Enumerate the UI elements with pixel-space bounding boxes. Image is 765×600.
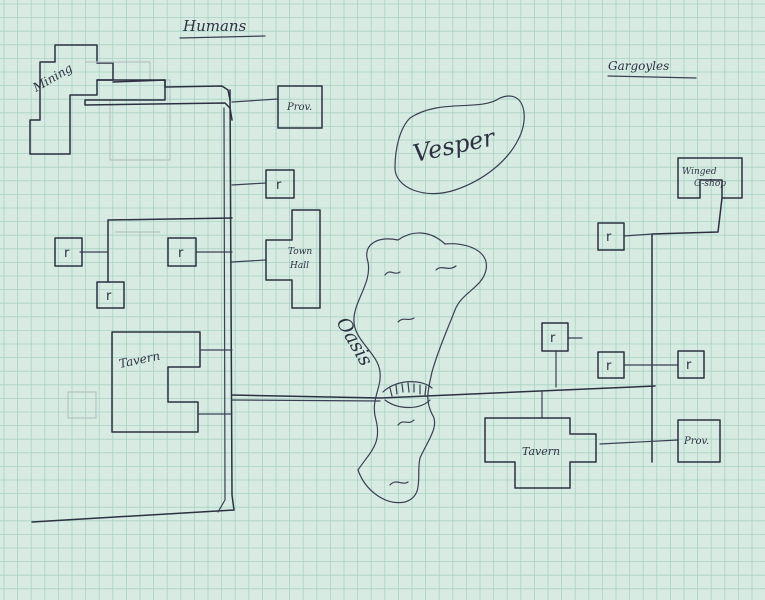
r-garg-mid-building	[541, 322, 569, 352]
road-main-ns	[31, 89, 235, 523]
winged-gshop-building	[677, 157, 743, 199]
road-main-ew-2	[231, 399, 381, 402]
r-garg-mid-label: r	[550, 331, 556, 346]
road-r-upper	[231, 182, 267, 186]
r-center-building	[167, 237, 197, 267]
town-hall-label-2: Hall	[289, 261, 309, 271]
oasis-outline	[353, 232, 487, 504]
winged-gshop-label-2: G-shop	[694, 179, 726, 189]
erased-west-building	[115, 231, 160, 276]
oasis-wave-1	[384, 271, 401, 276]
r-small-building	[96, 281, 125, 309]
r-garg-right-building	[677, 350, 705, 379]
r-garg-left-label: r	[606, 359, 612, 374]
r-garg-top-building	[597, 222, 625, 251]
prov-right-building	[677, 419, 721, 463]
road-garg-top	[623, 233, 653, 237]
r-upper-building	[265, 169, 295, 199]
oasis-wave-5	[389, 481, 409, 486]
road-north-2	[112, 79, 231, 101]
oasis-bridge-top	[382, 381, 433, 393]
r-center-label: r	[178, 246, 184, 261]
road-main-ew	[231, 385, 656, 399]
r-small-label: r	[106, 289, 112, 304]
tavern-garg-label: Tavern	[522, 445, 560, 458]
road-west-cluster	[107, 217, 233, 283]
road-prov-left	[231, 98, 279, 103]
road-garg-mid	[555, 337, 583, 388]
town-hall-label-1: Town	[288, 247, 312, 257]
r-west-label: r	[64, 246, 70, 261]
tavern-garg-building	[484, 417, 597, 489]
road-town-hall	[231, 259, 267, 263]
oasis-wave-4	[397, 419, 415, 426]
tavern-human-building	[111, 331, 201, 433]
oasis-wave-3	[397, 317, 415, 323]
road-tavern-human	[197, 349, 233, 415]
vesper-outline	[394, 95, 525, 195]
gargoyles-heading: Gargoyles	[608, 59, 669, 73]
road-prov-right	[599, 439, 679, 445]
oasis-bridge-slats	[389, 382, 427, 397]
erased-box	[67, 391, 97, 419]
erased-building	[85, 61, 171, 161]
prov-right-label: Prov.	[683, 436, 709, 447]
r-garg-left-building	[597, 351, 625, 379]
road-main-ns-2	[217, 107, 226, 513]
prov-left-label: Prov.	[286, 102, 312, 113]
gargoyles-heading-underline	[607, 75, 697, 79]
prov-left-building	[277, 85, 323, 129]
r-upper-label: r	[276, 178, 282, 193]
oasis-bridge-bottom	[384, 399, 431, 409]
humans-heading-underline	[179, 35, 266, 39]
r-garg-right-label: r	[686, 358, 692, 373]
humans-heading: Humans	[182, 17, 247, 35]
r-west-building	[54, 237, 83, 267]
r-garg-top-label: r	[606, 230, 612, 245]
town-hall-building	[265, 209, 321, 309]
oasis-wave-2	[435, 265, 457, 271]
winged-gshop-label-1: Winged	[682, 167, 717, 177]
